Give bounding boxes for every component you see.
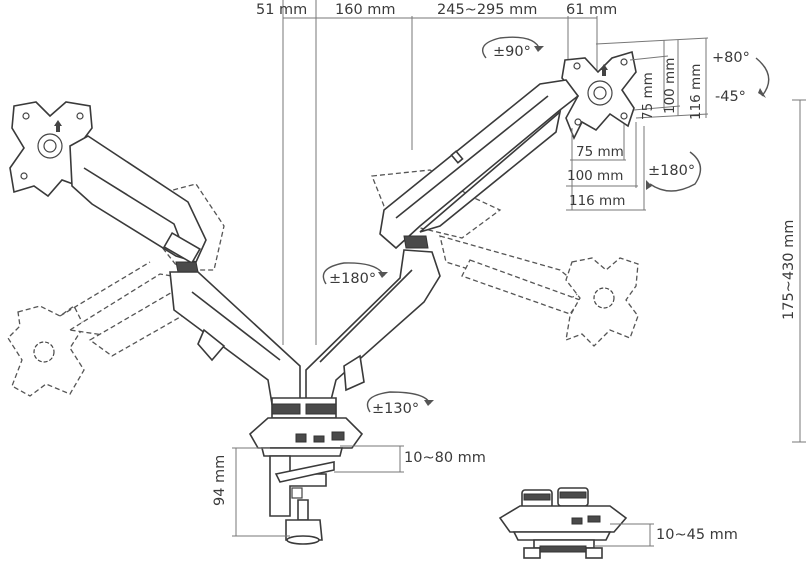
rotate-base-label: ±130° (372, 401, 419, 417)
rotate-arm-label: ±180° (329, 271, 376, 287)
vesa-bottom-116mm: 116 mm (569, 193, 625, 209)
curved-arrow-icon (755, 57, 770, 97)
clamp-height-label: 94 mm (212, 455, 228, 506)
arrow-up-icon (600, 64, 608, 76)
grommet-range-label: 10~45 mm (656, 527, 738, 543)
right-forearm (305, 249, 441, 405)
left-upper-arm (69, 135, 207, 273)
vesa-plate-right (561, 50, 637, 140)
rotation-badge-arm (322, 262, 388, 285)
rotation-badge-vesa (646, 151, 702, 192)
vesa-bottom-dimension-lines (566, 122, 646, 211)
tilt-down-label: -45° (715, 89, 746, 105)
arrow-up-icon (54, 120, 62, 132)
dim-label-51mm: 51 mm (256, 2, 307, 18)
dim-label-height-range: 175~430 mm (781, 220, 797, 320)
grommet-dimension-lines (594, 523, 654, 547)
rotation-badge-base (366, 391, 434, 413)
vesa-side-dimension-lines (595, 37, 709, 119)
top-dimension-lines (282, 0, 598, 345)
vesa-bottom-75mm: 75 mm (576, 144, 624, 160)
vesa-side-100mm: 100 mm (662, 58, 678, 114)
swivel-top-label: ±90° (493, 44, 531, 60)
right-arm-ghost-position (371, 169, 639, 347)
rotate-vesa-label: ±180° (648, 163, 695, 179)
desk-clamp (248, 417, 364, 545)
clamp-range-label: 10~80 mm (404, 450, 486, 466)
dim-label-61mm: 61 mm (566, 2, 617, 18)
vesa-side-116mm: 116 mm (688, 64, 704, 120)
curved-arrow-icon (758, 88, 766, 98)
tilt-up-label: +80° (712, 50, 750, 66)
height-dimension-line (792, 99, 806, 443)
rotation-badge-swivel (482, 36, 544, 59)
right-upper-arm (379, 79, 580, 250)
clamp-dimension-lines (232, 445, 404, 537)
left-forearm (169, 271, 301, 405)
vesa-bottom-100mm: 100 mm (567, 168, 623, 184)
dim-label-160mm: 160 mm (335, 2, 396, 18)
vesa-side-75mm: 75 mm (640, 72, 656, 120)
grommet-mount (498, 487, 628, 559)
center-pole (271, 397, 337, 419)
dim-label-245-295mm: 245~295 mm (437, 2, 537, 18)
